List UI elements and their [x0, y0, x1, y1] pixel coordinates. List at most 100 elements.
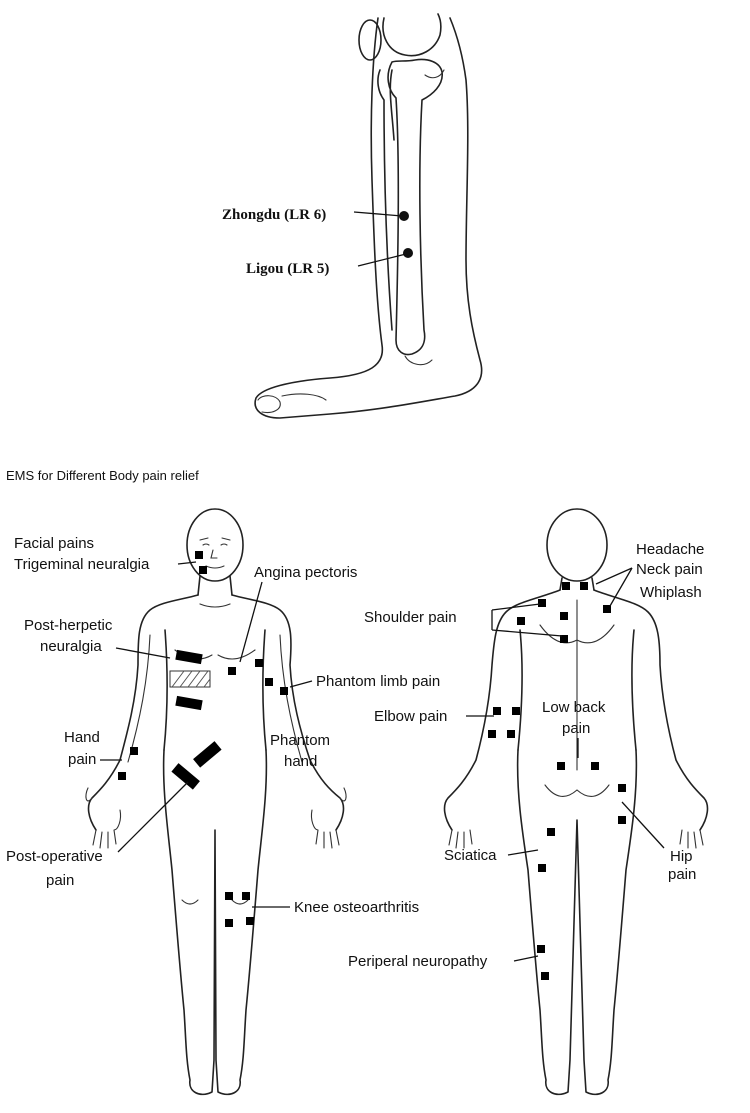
electrode-lowback-1: [557, 762, 565, 770]
electrode-hip-2: [618, 816, 626, 824]
back-electrodes: [488, 582, 626, 980]
leader-sciatica: [508, 850, 538, 855]
label-knee: Knee osteoarthritis: [294, 899, 419, 916]
electrode-face-1: [195, 551, 203, 559]
leader-phantom-limb: [290, 681, 312, 687]
electrode-hand-2: [118, 772, 126, 780]
toe-outline: [258, 394, 326, 413]
leader-trigeminal: [178, 562, 196, 564]
back-legs: [518, 750, 637, 1094]
front-face: [200, 538, 230, 568]
electrode-neuro-1: [537, 945, 545, 953]
zhongdu-point: [399, 211, 409, 221]
electrode-neck-2: [580, 582, 588, 590]
electrode-shoulder-3: [603, 605, 611, 613]
electrode-phantom-2: [280, 687, 288, 695]
electrode-elbow-1: [493, 707, 501, 715]
label-phantom-hand-1: Phantom: [270, 732, 330, 749]
electrode-neuro-2: [541, 972, 549, 980]
front-left-hand: [86, 788, 121, 848]
label-headache: Headache: [636, 541, 704, 558]
leader-post-operative: [118, 782, 188, 852]
label-post-operative-2: pain: [46, 872, 74, 889]
label-low-back-1: Low back: [542, 699, 606, 716]
label-hip-1: Hip: [670, 848, 693, 865]
electrode-elbow-4: [507, 730, 515, 738]
electrode-mid-1: [560, 612, 568, 620]
leader-periperal: [514, 956, 538, 961]
electrode-hip-1: [618, 784, 626, 792]
label-hand-pain-1: Hand: [64, 729, 100, 746]
label-elbow: Elbow pain: [374, 708, 447, 725]
electrode-shoulder-2: [517, 617, 525, 625]
front-head: [187, 509, 243, 581]
bracket-shoulder: [492, 604, 562, 636]
label-low-back-2: pain: [562, 720, 590, 737]
label-post-herpetic-2: neuralgia: [40, 638, 102, 655]
ligou-point: [403, 248, 413, 258]
leader-hip: [622, 802, 664, 848]
electrode-sciatica-2: [538, 864, 546, 872]
caption: EMS for Different Body pain relief: [6, 468, 199, 483]
label-facial-pains: Facial pains: [14, 535, 94, 552]
label-hip-2: pain: [668, 866, 696, 883]
electrode-elbow-3: [488, 730, 496, 738]
electrode-postop-1: [193, 741, 222, 767]
electrode-knee-3: [225, 919, 233, 927]
label-angina: Angina pectoris: [254, 564, 357, 581]
ligou-label: Ligou (LR 5): [246, 261, 329, 277]
label-phantom-hand-2: hand: [284, 753, 317, 770]
label-neck-pain: Neck pain: [636, 561, 703, 578]
electrode-face-2: [199, 566, 207, 574]
front-electrodes: [118, 551, 288, 927]
leader-headache-2: [610, 568, 632, 606]
label-whiplash: Whiplash: [640, 584, 702, 601]
electrode-sciatica-1: [547, 828, 555, 836]
electrode-lowback-2: [591, 762, 599, 770]
electrode-angina-1: [228, 667, 236, 675]
front-torso-sides: [164, 630, 266, 750]
patella: [359, 20, 381, 60]
back-buttocks: [545, 785, 609, 796]
label-post-herpetic-1: Post-herpetic: [24, 617, 113, 634]
herpetic-zone: [170, 671, 210, 687]
electrode-herpetic-2: [175, 696, 202, 710]
femur-end: [383, 14, 441, 56]
electrode-phantom-1: [265, 678, 273, 686]
body-diagram: Facial pains Trigeminal neuralgia Angina…: [0, 500, 750, 1113]
label-phantom-limb: Phantom limb pain: [316, 673, 440, 690]
electrode-postop-2: [171, 763, 200, 789]
back-spine: [540, 600, 614, 770]
fibula: [378, 70, 394, 330]
zhongdu-label: Zhongdu (LR 6): [222, 207, 326, 223]
front-body-outline: [89, 595, 344, 830]
label-hand-pain-2: pain: [68, 751, 96, 768]
front-right-hand: [311, 788, 346, 848]
leader-post-herpetic: [116, 648, 170, 658]
zhongdu-leader: [354, 212, 402, 216]
leader-angina: [240, 582, 262, 662]
electrode-knee-2: [242, 892, 250, 900]
electrode-angina-2: [255, 659, 263, 667]
label-sciatica: Sciatica: [444, 847, 497, 864]
tibia: [388, 60, 442, 355]
electrode-neck-1: [562, 582, 570, 590]
label-periperal: Periperal neuropathy: [348, 953, 488, 970]
electrode-shoulder-1: [538, 599, 546, 607]
label-trigeminal: Trigeminal neuralgia: [14, 556, 150, 573]
electrode-knee-4: [246, 917, 254, 925]
front-figure: [86, 509, 346, 1094]
label-shoulder: Shoulder pain: [364, 609, 457, 626]
front-neck: [198, 576, 232, 595]
ligou-leader: [358, 254, 406, 266]
leg-diagram: Zhongdu (LR 6) Ligou (LR 5): [0, 0, 750, 460]
ankle-bones: [405, 356, 432, 365]
leader-headache-1: [596, 568, 632, 584]
label-post-operative-1: Post-operative: [6, 848, 103, 865]
electrode-knee-1: [225, 892, 233, 900]
electrode-elbow-2: [512, 707, 520, 715]
electrode-herpetic-1: [175, 650, 202, 664]
electrode-hand-1: [130, 747, 138, 755]
back-head: [547, 509, 607, 581]
